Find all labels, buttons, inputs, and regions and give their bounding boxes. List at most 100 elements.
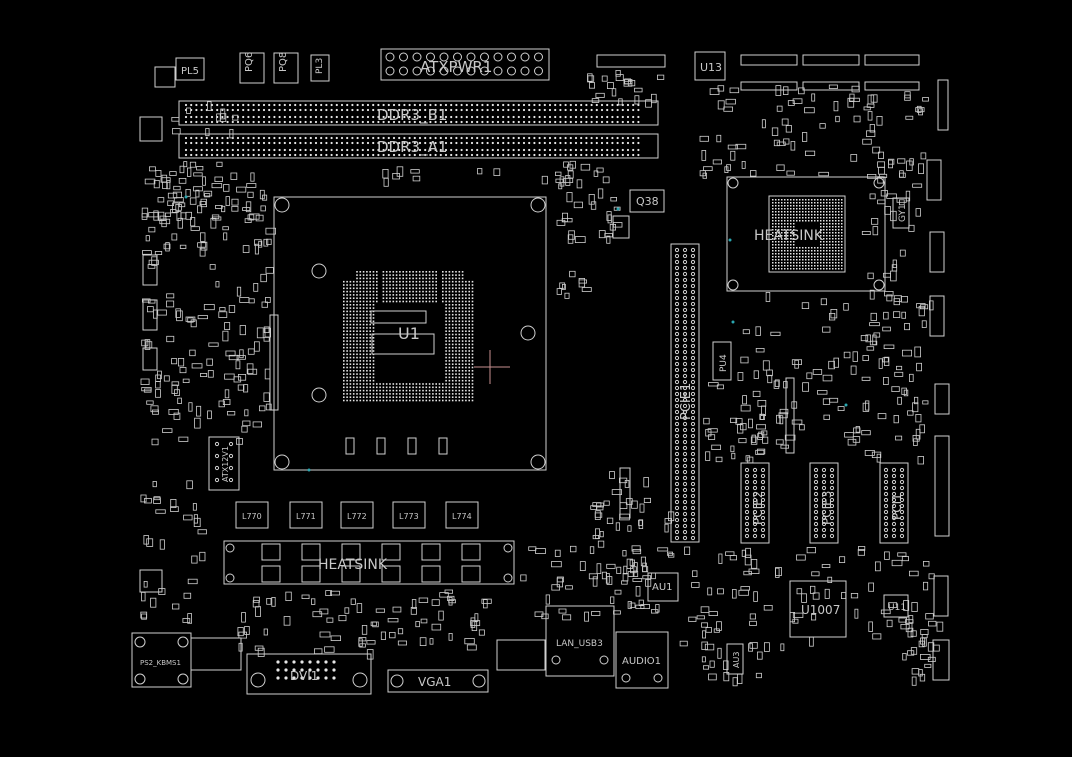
cpu-pin (346, 287, 348, 290)
cpu-pin (425, 393, 428, 395)
slot-pin (829, 467, 835, 473)
pch-ball (781, 226, 783, 228)
slot-pin (690, 457, 696, 463)
pl3-inductor (310, 54, 330, 82)
cpu-pin (412, 290, 414, 293)
slot-pin (690, 481, 696, 487)
pci1-slot: PCI1 (879, 462, 909, 544)
smd-part (806, 547, 816, 554)
cpu-pin (465, 297, 467, 299)
slot-pin (690, 433, 696, 439)
au3-chip: AU3 (726, 643, 744, 675)
pch-ball (835, 220, 837, 222)
smd-part (905, 115, 914, 120)
smd-part (592, 535, 599, 540)
smd-part (301, 594, 310, 599)
cpu-pin (428, 277, 431, 280)
smd-part (202, 176, 206, 186)
pch-ball (829, 205, 831, 207)
smd-part (150, 597, 157, 608)
cpu-pin (442, 271, 444, 273)
smd-part (196, 205, 203, 214)
smd-part (829, 397, 839, 403)
atx12v1-connector: ATX12V1 (208, 436, 240, 491)
cpu-pin (362, 330, 365, 332)
cpu-pin (343, 379, 345, 382)
ddr-pin (569, 148, 572, 152)
cpu-pin (349, 393, 352, 395)
ddr-pin (626, 141, 630, 145)
cpu-pin (379, 389, 381, 392)
dvi1-hole (352, 672, 368, 688)
cpu-pin (359, 399, 362, 402)
ddr-pin (346, 108, 349, 112)
cpu-pin (425, 274, 428, 276)
cpu-pin (445, 277, 447, 280)
ddr-pin (221, 153, 224, 157)
pch-ball (826, 208, 828, 210)
pch-ball (772, 250, 774, 252)
smd-part (155, 389, 161, 398)
slot-pin (228, 441, 234, 447)
smd-part (166, 179, 171, 190)
ddr-pin (325, 120, 328, 124)
slot-pin (682, 247, 688, 253)
cpu-pin (458, 294, 461, 296)
smd-part (901, 556, 909, 562)
cpu-pin (376, 290, 378, 293)
slot-pin (690, 451, 696, 457)
smd-part (194, 417, 201, 429)
smd-part (250, 172, 255, 182)
pch-ball (820, 235, 822, 237)
cpu-pin (343, 300, 345, 303)
slot-pin (682, 397, 688, 403)
smd-part (657, 74, 665, 80)
cpu-pin (442, 399, 444, 402)
smd-part (812, 369, 823, 375)
ddr-pin (340, 141, 344, 145)
cpu-pin (382, 271, 385, 273)
smd-part (189, 161, 197, 168)
smd-part (565, 174, 571, 186)
pch-ball (775, 199, 777, 201)
cpu-pin (412, 396, 414, 398)
cpu-pin (362, 393, 365, 395)
cpu-pin (471, 399, 474, 402)
cpu-pin (471, 370, 474, 372)
cpu-pin (395, 389, 398, 392)
cpu-pin (359, 277, 362, 280)
ddr-pin (346, 136, 349, 140)
cpu-pin (369, 370, 371, 372)
cpu-pin (415, 300, 418, 303)
ddr-pin (184, 148, 188, 152)
smd-part (616, 566, 622, 574)
smd-part (773, 380, 780, 389)
ddr-pin (626, 103, 630, 107)
slot-pin (682, 253, 688, 259)
pch-ball (817, 214, 819, 216)
smd-part (589, 82, 596, 89)
pch-ball (835, 253, 837, 255)
pch-ball (829, 223, 831, 225)
cpu-pin (376, 389, 378, 392)
smd-part (708, 382, 719, 387)
cpu-pin (359, 297, 362, 299)
pch-ball (793, 259, 795, 261)
mosfet (301, 565, 321, 583)
ddr-pin (616, 141, 619, 145)
cpu-pin (356, 383, 358, 385)
slot-pin (674, 439, 680, 445)
smd-part (592, 576, 598, 587)
ddr-pin (309, 108, 312, 112)
smd-part (141, 387, 152, 392)
smd-part (872, 146, 881, 154)
cpu-pin (442, 393, 444, 395)
cpu-pin (385, 300, 388, 303)
cpu-pin (465, 350, 467, 352)
pch-ball (820, 226, 822, 228)
right-header-8 (937, 79, 949, 131)
cpu-pin (428, 287, 431, 290)
ddr-pin (205, 141, 208, 145)
cpu-pin (448, 300, 451, 303)
l770-label: L770 (242, 512, 262, 521)
